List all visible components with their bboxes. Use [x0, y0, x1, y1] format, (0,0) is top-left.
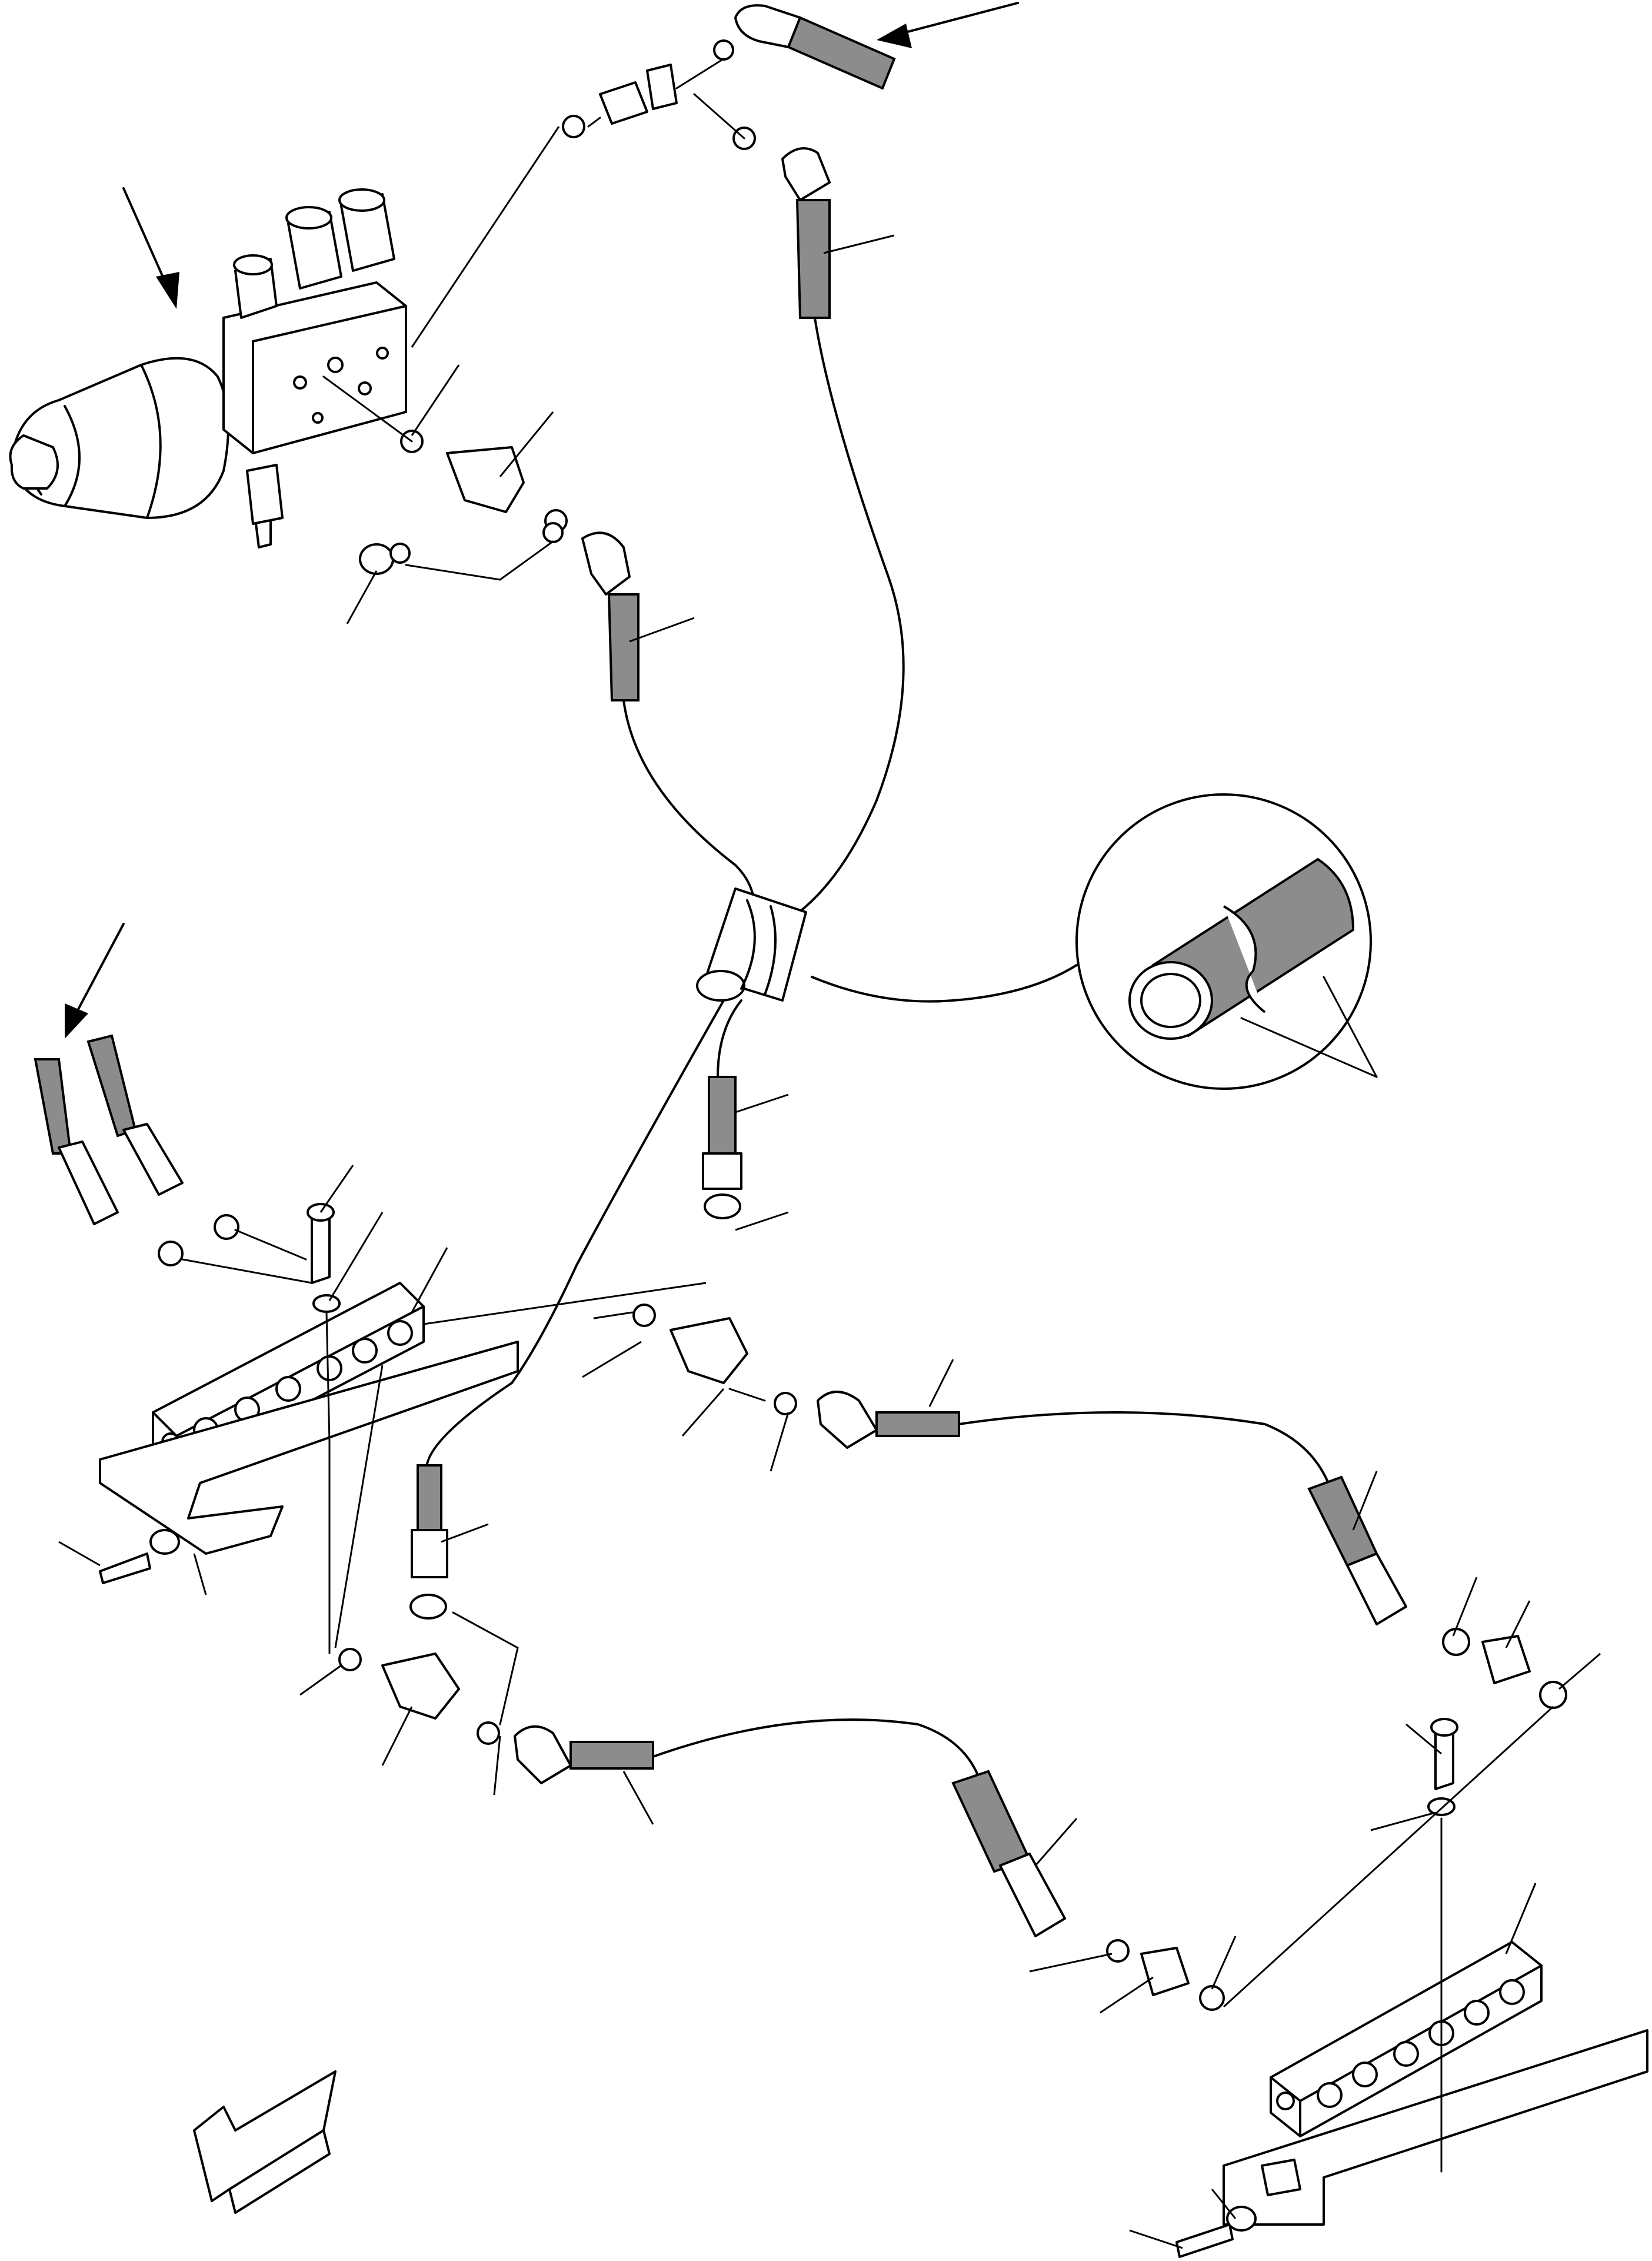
lower-hose-end-assembly: [951, 1770, 1225, 2011]
hose-line: [958, 1411, 1337, 1508]
o-ring: [409, 1594, 447, 1620]
lower-left-tee-assembly: [338, 1464, 654, 1784]
o-ring: [542, 522, 564, 543]
o-ring: [1106, 1939, 1130, 1963]
connection-leader: [1223, 1705, 1554, 2008]
direction-arrow-left: [65, 923, 125, 1039]
hose: [795, 199, 831, 319]
connection-leader: [411, 126, 560, 348]
right-mounting-bracket: [1223, 2029, 1648, 2226]
left-mounting-bracket: [99, 1341, 519, 1555]
bolt: [311, 1211, 331, 1284]
sleeve-detail-magnifier: [811, 793, 1378, 1090]
hose-line: [652, 1718, 984, 1790]
tee-fitting: [381, 1652, 460, 1720]
straight-adapter: [1346, 1552, 1407, 1625]
washer: [149, 1529, 180, 1555]
hose: [708, 1076, 737, 1155]
hose-line: [717, 999, 742, 1078]
elbow-fitting: [581, 531, 631, 596]
direction-arrow-top: [877, 2, 1019, 48]
right-distribution-block: [1270, 1941, 1543, 2137]
straight-adapter: [1140, 1947, 1190, 1996]
middle-tee-assembly: [593, 1076, 960, 1449]
elbow-fitting: [817, 1391, 878, 1449]
connection-leader: [423, 1282, 707, 1325]
straight-adapter: [1481, 1635, 1531, 1684]
hose-line: [622, 699, 755, 919]
right-hose-end-assembly: [1307, 1475, 1567, 1709]
callout-leaders: [58, 234, 1601, 2249]
o-ring: [477, 1721, 500, 1745]
o-ring: [389, 543, 411, 564]
washer: [312, 1294, 341, 1313]
top-tee-assembly: [562, 4, 896, 319]
right-bolt-washer: [1175, 1718, 1458, 2258]
o-ring: [158, 1241, 184, 1266]
cap: [359, 543, 394, 575]
hose-line: [425, 999, 725, 1472]
o-ring: [713, 39, 734, 61]
hose: [875, 1411, 960, 1437]
o-ring: [338, 1648, 362, 1671]
hose: [951, 1770, 1031, 1873]
bolt: [1175, 2223, 1234, 2258]
o-ring: [1199, 1985, 1225, 2011]
protective-sleeve: [696, 887, 807, 1002]
bolt: [99, 1552, 151, 1584]
elbow-fitting: [122, 1123, 184, 1196]
hose: [569, 1741, 654, 1770]
left-incoming-hoses: [34, 1034, 313, 1284]
hose: [787, 16, 896, 90]
tee-fitting: [670, 1317, 748, 1384]
elbow-fitting: [58, 1141, 119, 1225]
hose: [1307, 1475, 1378, 1567]
o-ring: [562, 115, 585, 138]
straight-adapter: [411, 1529, 448, 1578]
o-ring: [704, 1193, 741, 1219]
left-bolt-washer: [99, 1203, 341, 1584]
hose: [417, 1464, 442, 1531]
connection-leader: [334, 1365, 384, 1648]
o-ring: [214, 1214, 239, 1240]
hose: [34, 1058, 72, 1155]
elbow-fitting: [781, 147, 831, 201]
o-ring: [774, 1392, 797, 1415]
direction-arrow-motor: [122, 187, 179, 309]
o-ring: [1442, 1628, 1470, 1656]
tee-fitting: [599, 81, 648, 125]
o-ring: [632, 1304, 656, 1327]
hose: [86, 1034, 137, 1138]
tee-fitting: [446, 446, 525, 513]
hose-line: [790, 317, 905, 919]
motor-with-valve-block: [9, 188, 407, 548]
valve-tee-assembly: [322, 375, 640, 701]
hose: [607, 593, 640, 701]
washer: [1226, 2206, 1257, 2232]
front-direction-arrow: [193, 2070, 337, 2214]
elbow-fitting: [514, 1725, 572, 1784]
straight-adapter: [702, 1152, 742, 1190]
straight-adapter: [999, 1853, 1066, 1937]
